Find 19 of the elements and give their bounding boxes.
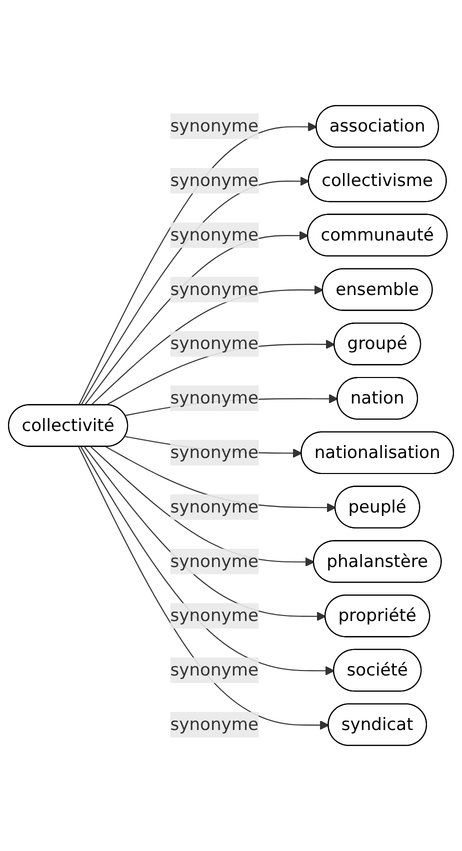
edge-label: synonyme xyxy=(170,550,259,572)
arrow xyxy=(78,122,318,406)
edge-label: synonyme xyxy=(170,388,259,408)
edge-label: synonyme xyxy=(170,333,259,354)
arrow xyxy=(84,446,326,622)
arrow xyxy=(90,446,314,567)
edge-label: synonyme xyxy=(170,442,259,462)
edge-label: synonyme xyxy=(170,605,259,626)
edge-label: synonyme xyxy=(170,224,259,245)
edge-label: synonyme xyxy=(170,170,259,190)
edge-label: synonyme xyxy=(170,660,259,680)
arrow xyxy=(90,285,324,406)
edge-label: synonyme xyxy=(170,496,259,517)
arrow xyxy=(84,230,308,406)
arrow xyxy=(80,176,310,406)
edge-label: synonyme xyxy=(170,116,259,136)
edge-label: synonyme xyxy=(170,714,259,734)
edge-label: synonyme xyxy=(170,278,259,300)
arrow xyxy=(78,446,330,730)
